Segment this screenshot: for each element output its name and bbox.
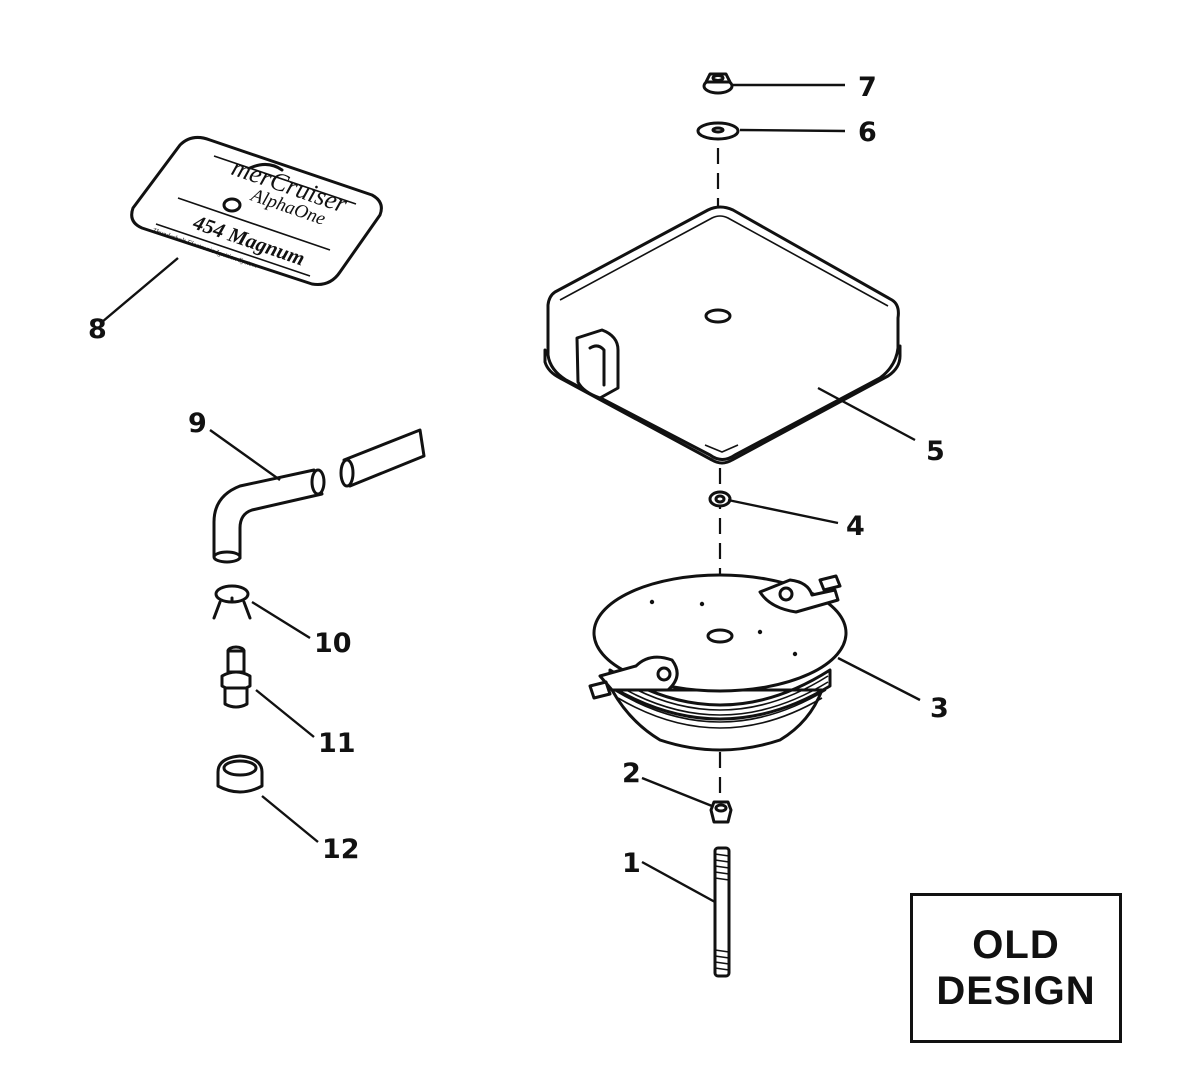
part-grommet xyxy=(708,490,732,508)
part-nut-top xyxy=(702,72,734,95)
callout-9: 9 xyxy=(188,408,207,439)
callout-2: 2 xyxy=(622,758,641,789)
callout-6: 6 xyxy=(858,117,877,148)
callout-11: 11 xyxy=(318,728,356,759)
part-grommet-small xyxy=(216,754,264,794)
leader-lines xyxy=(101,83,921,904)
part-stud xyxy=(713,846,731,978)
old-design-line1: OLD xyxy=(972,923,1060,967)
callout-10: 10 xyxy=(314,628,352,659)
callout-3: 3 xyxy=(930,693,949,724)
callout-4: 4 xyxy=(846,511,865,542)
callout-7: 7 xyxy=(858,72,877,103)
part-air-cleaner-cover xyxy=(543,205,902,465)
callout-1: 1 xyxy=(622,848,641,879)
old-design-line2: DESIGN xyxy=(936,969,1096,1013)
part-flame-arrestor xyxy=(588,573,848,752)
part-nut-lower xyxy=(709,800,733,824)
callout-5: 5 xyxy=(926,436,945,467)
part-hose xyxy=(212,428,426,564)
part-washer xyxy=(696,121,740,141)
part-valve xyxy=(220,645,252,709)
callout-8: 8 xyxy=(88,314,107,345)
callout-12: 12 xyxy=(322,834,360,865)
part-decal: merCruiser AlphaOne 454 Magnum Thunderbo… xyxy=(130,135,383,286)
old-design-box: OLD DESIGN xyxy=(910,893,1122,1043)
part-clamp xyxy=(212,584,252,620)
